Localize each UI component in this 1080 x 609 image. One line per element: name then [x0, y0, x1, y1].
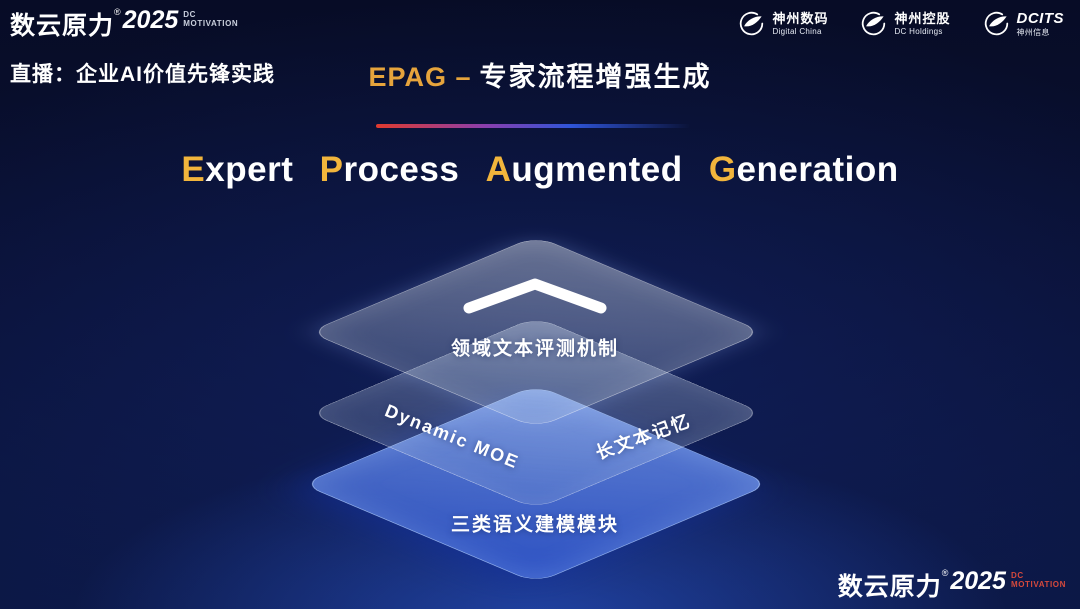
slide-header-title: EPAG –专家流程增强生成: [0, 55, 1080, 94]
partner-name: DCITS: [1016, 10, 1064, 27]
brand-year: 2025: [122, 6, 179, 34]
top-layer-label: 领域文本评测机制: [450, 338, 620, 360]
swoosh-icon: [983, 10, 1010, 37]
brand-sub-line1: DC: [1010, 571, 1024, 580]
swoosh-icon: [738, 10, 765, 37]
brand-sub-line2: MOTIVATION: [183, 19, 239, 29]
brand-sub-line1: DC: [183, 10, 197, 19]
title-word: Generation: [708, 150, 899, 189]
brand-year: 2025: [950, 567, 1006, 595]
title-underline-gradient: [376, 124, 690, 128]
partner-logos: 神州数码 Digital China 神州控股 DC Holdings DCIT…: [738, 10, 1064, 38]
partner-text: 神州数码 Digital China: [772, 11, 828, 36]
swoosh-icon: [860, 10, 887, 37]
title-word: Process: [319, 150, 460, 189]
brand-logo-top-left: 数云原力®2025 DC MOTIVATION: [10, 6, 238, 42]
brand-name: 数云原力: [837, 573, 942, 601]
header-title-rest: 专家流程增强生成: [479, 62, 712, 92]
partner-subname: 神州信息: [1016, 28, 1050, 37]
chevron-up-icon: [460, 275, 610, 319]
partner-name: 神州控股: [894, 11, 951, 27]
partner-logo-digital-china: 神州数码 Digital China: [738, 10, 828, 37]
registered-mark: ®: [941, 568, 949, 578]
main-title: Expert Process Augmented Generation: [0, 150, 1080, 190]
live-stream-label: 直播：企业AI价值先锋实践: [10, 63, 275, 86]
bottom-layer-label: 三类语义建模模块: [450, 514, 620, 536]
title-word: Augmented: [485, 150, 683, 189]
brand-subtitle: DC MOTIVATION: [183, 10, 238, 28]
brand-sub-line2: MOTIVATION: [1010, 580, 1066, 590]
title-word: Expert: [181, 150, 294, 189]
partner-subname: Digital China: [772, 26, 822, 36]
brand-subtitle: DC MOTIVATION: [1011, 571, 1066, 589]
brand-logo-bottom-right: 数云原力®2025 DC MOTIVATION: [838, 567, 1066, 603]
partner-logo-dcits: DCITS 神州信息: [983, 10, 1065, 38]
partner-subname: DC Holdings: [894, 26, 943, 36]
header-title-accent: EPAG –: [368, 62, 472, 92]
partner-text: 神州控股 DC Holdings: [894, 11, 950, 36]
partner-text: DCITS 神州信息: [1017, 10, 1065, 38]
brand-name: 数云原力: [10, 12, 115, 40]
partner-logo-dc-holdings: 神州控股 DC Holdings: [860, 10, 950, 37]
registered-mark: ®: [114, 7, 121, 17]
partner-name: 神州数码: [772, 11, 829, 27]
